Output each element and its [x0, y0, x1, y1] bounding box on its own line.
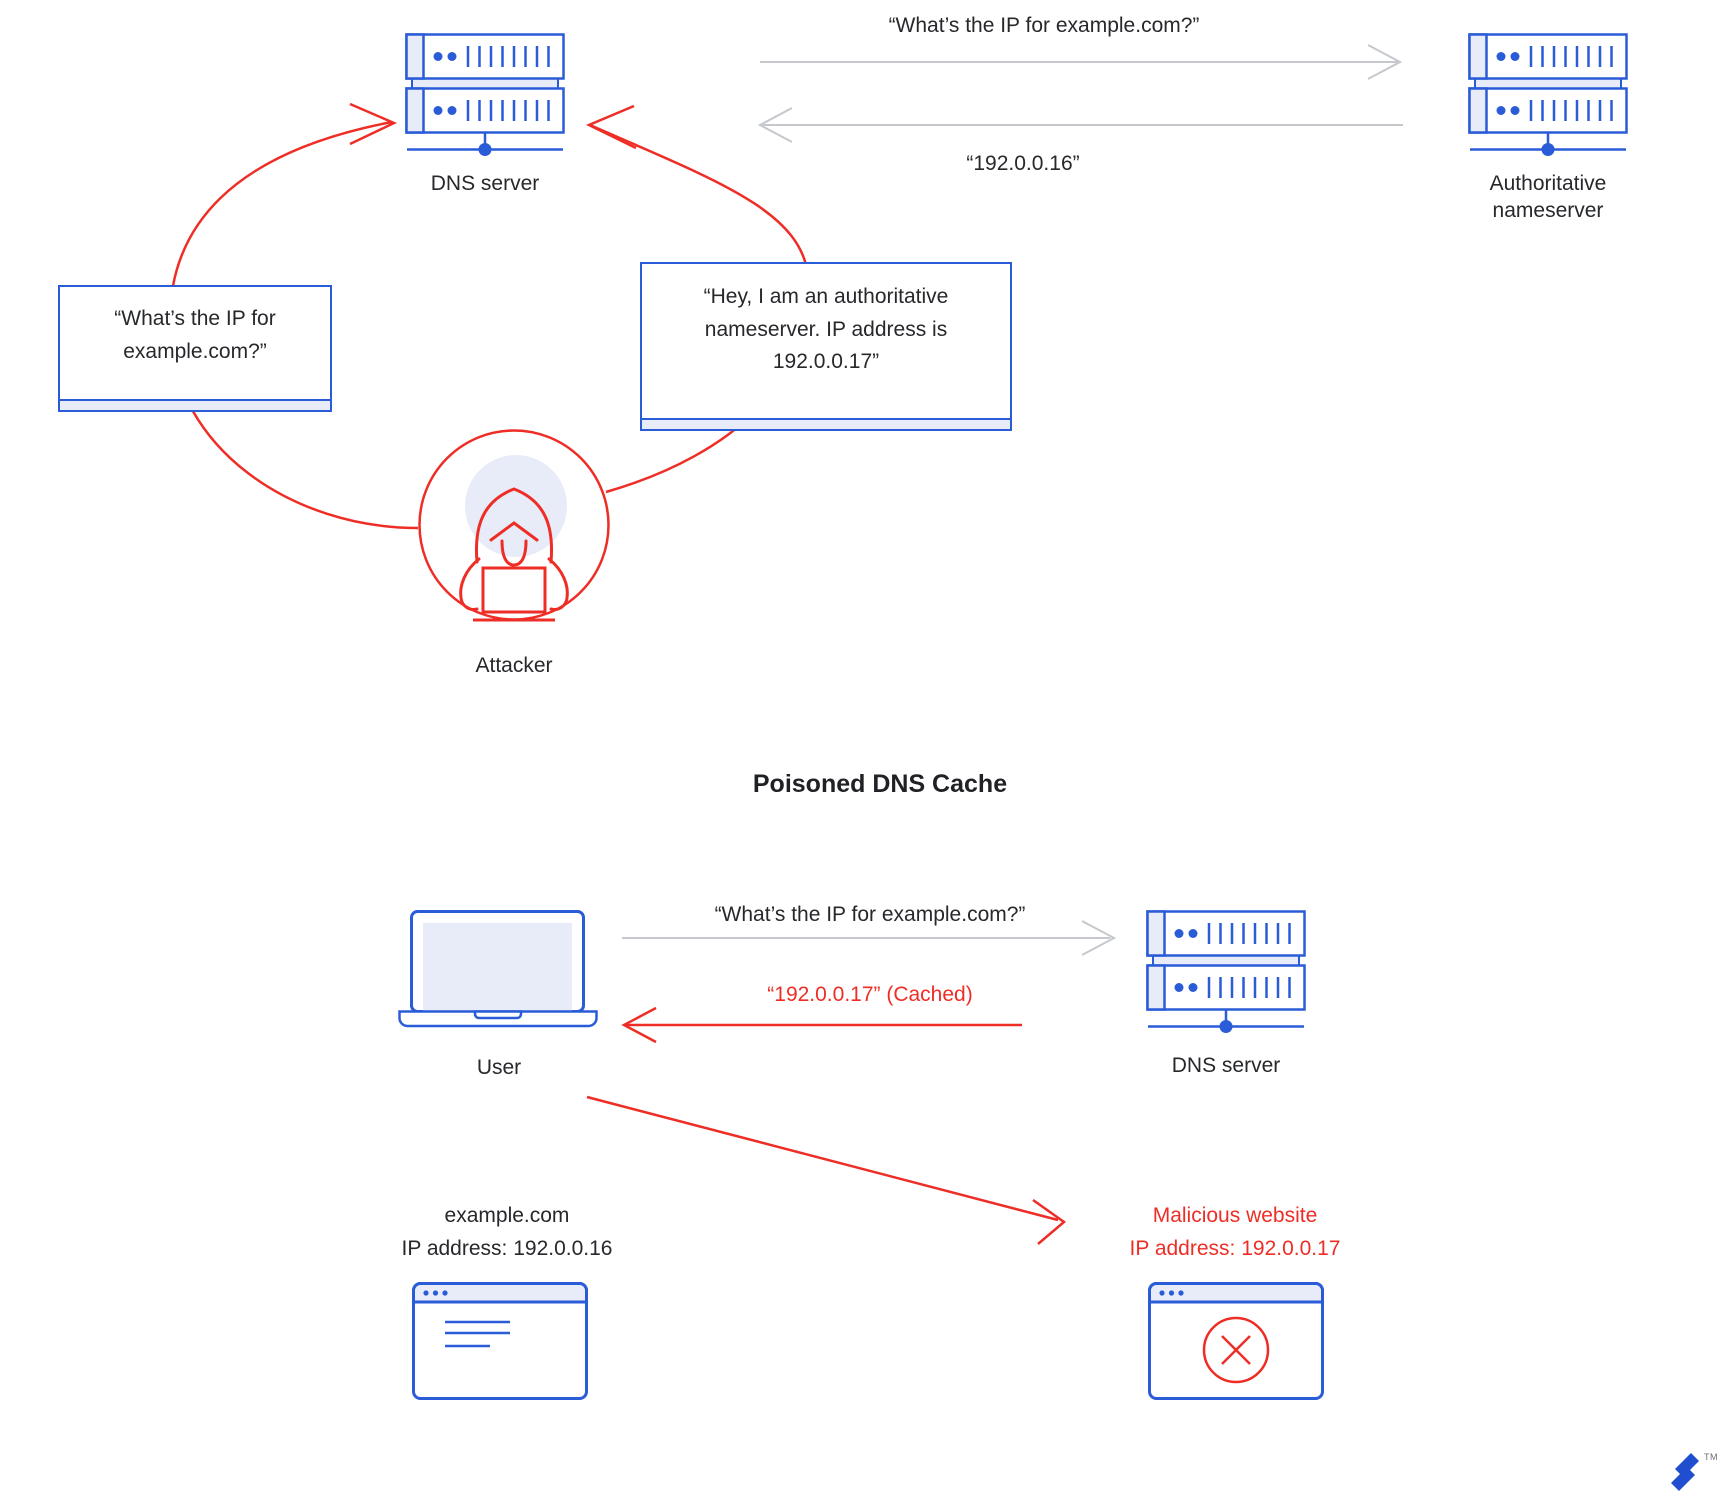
malicious-site-name: Malicious website — [1152, 1204, 1318, 1227]
top-response-label: “192.0.0.16” — [966, 152, 1080, 175]
dns-server-icon-bottom — [1146, 910, 1306, 1033]
trademark-label: TM — [1704, 1452, 1718, 1462]
malicious-site-ip: IP address: 192.0.0.17 — [1129, 1236, 1341, 1260]
authoritative-label-line2: nameserver — [1492, 199, 1604, 223]
top-query-label: “What’s the IP for example.com?” — [888, 14, 1200, 37]
user-label: User — [476, 1056, 522, 1079]
legit-site-caption: example.com IP address: 192.0.0.16 — [357, 1200, 657, 1265]
spoofed-answer-box: “Hey, I am an authoritative nameserver. … — [640, 262, 1012, 431]
section-title: Poisoned DNS Cache — [752, 770, 1008, 798]
redirect-arrow — [586, 1095, 1067, 1245]
bottom-query-label: “What’s the IP for example.com?” — [714, 903, 1026, 926]
box-shadow-strip — [60, 399, 330, 410]
toptal-logo-icon — [1671, 1453, 1699, 1491]
cached-response-label: “192.0.0.17” (Cached) — [767, 983, 973, 1006]
attacker-label: Attacker — [475, 654, 553, 677]
spoofed-query-box: “What’s the IP for example.com?” — [58, 285, 332, 412]
top-query-arrow — [760, 44, 1403, 80]
spoofed-answer-line3: 192.0.0.17” — [772, 350, 880, 374]
legit-site-ip: IP address: 192.0.0.16 — [401, 1236, 613, 1260]
authoritative-label-line1: Authoritative — [1489, 172, 1607, 195]
malicious-website-icon — [1148, 1282, 1324, 1400]
spoofed-answer-line2: nameserver. IP address is — [704, 317, 948, 341]
spoofed-query-line2: example.com?” — [123, 339, 267, 363]
user-laptop-icon — [398, 910, 598, 1028]
authoritative-nameserver-label: Authoritative nameserver — [1448, 170, 1648, 225]
dns-server-icon-top — [405, 33, 565, 156]
legit-site-domain: example.com — [444, 1204, 570, 1227]
authoritative-nameserver-icon — [1468, 33, 1628, 156]
attacker-icon — [418, 429, 610, 622]
box-shadow-strip — [642, 418, 1010, 429]
dns-server-label-top: DNS server — [430, 172, 540, 195]
cached-response-arrow — [621, 1006, 1022, 1044]
dns-server-label-bottom: DNS server — [1171, 1054, 1281, 1077]
top-response-arrow — [757, 107, 1403, 143]
bottom-query-arrow — [622, 920, 1117, 956]
spoofed-query-line1: “What’s the IP for — [114, 307, 276, 330]
spoofed-answer-line1: “Hey, I am an authoritative — [703, 285, 949, 308]
legit-website-icon — [412, 1282, 588, 1400]
malicious-site-caption: Malicious website IP address: 192.0.0.17 — [1085, 1200, 1385, 1265]
error-x-icon — [1202, 1316, 1270, 1384]
